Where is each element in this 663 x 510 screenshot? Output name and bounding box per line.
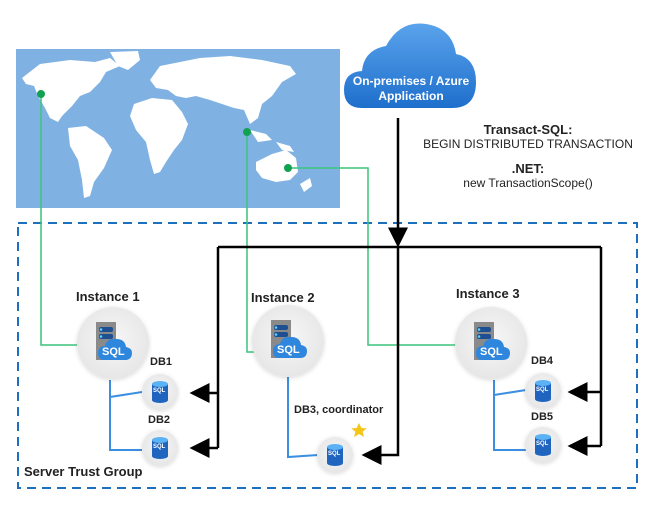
south-america-shape	[68, 126, 112, 198]
transaction-lines	[189, 118, 603, 465]
db1-label: DB1	[150, 356, 173, 368]
db4-label: DB4	[531, 355, 554, 367]
tsql-value: BEGIN DISTRIBUTED TRANSACTION	[423, 137, 633, 151]
db4-sql-badge: SQL	[536, 387, 549, 393]
server-trust-group-border	[17, 222, 638, 489]
cloud-label: On-premises / Azure Application	[352, 74, 470, 104]
sql-server-icon	[474, 322, 510, 360]
sql-server-icon	[96, 322, 132, 360]
indonesia-shape	[250, 130, 272, 142]
location-pin-australia	[284, 164, 292, 172]
code-annotation: Transact-SQL: BEGIN DISTRIBUTED TRANSACT…	[408, 122, 648, 190]
server-trust-group-label: Server Trust Group	[24, 464, 143, 479]
location-pin-southeast-asia	[243, 128, 251, 136]
world-map	[16, 49, 340, 208]
geo-link-instance-1	[40, 94, 92, 346]
db3-label: DB3, coordinator	[294, 404, 384, 416]
location-pin-us-west	[37, 90, 45, 98]
database-icon	[152, 381, 168, 403]
db2-sql-badge: SQL	[153, 444, 166, 450]
database-icon	[535, 434, 551, 456]
new-zealand-shape	[300, 178, 312, 192]
database-icon	[152, 437, 168, 459]
db1-sql-badge: SQL	[153, 388, 166, 394]
instance-3-sql-badge: SQL	[480, 346, 503, 358]
eurasia-shape	[150, 56, 296, 124]
tsql-label: Transact-SQL:	[483, 122, 573, 137]
net-label: .NET:	[511, 161, 545, 176]
net-value: new TransactionScope()	[463, 176, 593, 190]
coordinator-star-icon	[351, 423, 367, 437]
new-guinea-shape	[276, 142, 294, 152]
sql-server-icon	[271, 320, 307, 358]
geo-link-instance-3	[288, 167, 464, 346]
cloud-label-line1: On-premises / Azure	[352, 74, 470, 88]
db5-label: DB5	[531, 411, 554, 423]
instance-1-sql-badge: SQL	[102, 346, 125, 358]
north-america-shape	[22, 58, 120, 122]
cloud-label-line2: Application	[378, 89, 444, 103]
cloud-icon	[344, 23, 476, 108]
db2-label: DB2	[148, 414, 171, 426]
db3-sql-badge: SQL	[328, 451, 341, 457]
greenland-shape	[110, 51, 140, 70]
db5-sql-badge: SQL	[536, 441, 549, 447]
instance-2-sql-badge: SQL	[277, 344, 300, 356]
instance-3-label: Instance 3	[456, 286, 520, 301]
instance-2-label: Instance 2	[251, 290, 315, 305]
db-links	[109, 377, 527, 459]
database-icon	[535, 380, 551, 402]
africa-shape	[130, 98, 188, 174]
australia-shape	[256, 150, 298, 182]
instance-1-label: Instance 1	[76, 289, 140, 304]
database-icon	[327, 444, 343, 466]
